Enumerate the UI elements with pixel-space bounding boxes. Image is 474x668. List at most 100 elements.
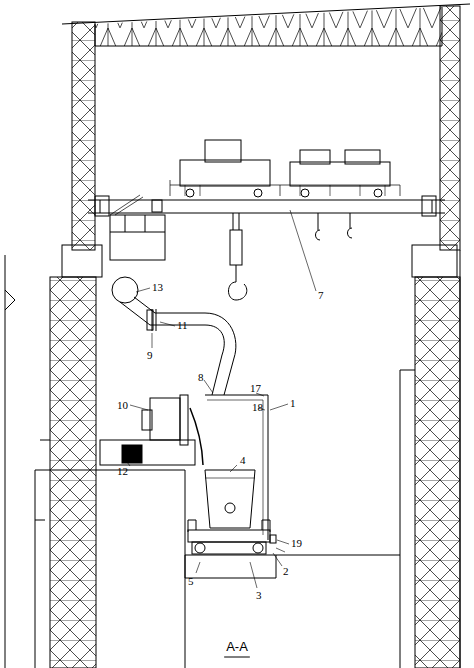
exhaust-duct-part <box>134 297 236 395</box>
right-column-part <box>415 277 460 668</box>
crane-trolley <box>180 140 390 197</box>
exhaust-duct-part <box>120 302 224 395</box>
callout-number: 1 <box>290 398 296 409</box>
left-column <box>5 22 102 668</box>
crane-hook-part <box>233 213 239 230</box>
leader-lines-part <box>160 322 175 326</box>
equipment-10-part <box>180 395 188 445</box>
crane-bridge-part <box>422 196 436 216</box>
callout-number: 7 <box>318 290 324 301</box>
ladle-car-part <box>270 535 276 543</box>
base-platform-part <box>122 445 142 463</box>
ladle-car-part <box>195 543 205 553</box>
operator-cab-part <box>110 215 165 232</box>
section-caption: A-A <box>226 640 248 653</box>
operator-cab <box>110 195 165 260</box>
callout-number: 19 <box>291 538 302 549</box>
operator-cab-part <box>152 200 162 212</box>
crane-bridge-part <box>88 200 445 213</box>
crane-trolley-part <box>180 160 270 186</box>
crane-hook-part <box>316 213 321 240</box>
operator-cab-part <box>110 195 143 215</box>
crane-trolley-part <box>345 150 380 164</box>
leader-lines-part <box>290 210 316 291</box>
ladle-car-part <box>192 542 266 554</box>
left-column-part <box>50 277 96 668</box>
leader-lines-part <box>130 405 148 410</box>
exhaust-duct-part <box>152 309 156 331</box>
ladle-car-part <box>188 520 270 532</box>
base-platform <box>35 440 195 668</box>
ladle-car-part <box>253 543 263 553</box>
roof-truss-part <box>95 7 442 46</box>
base-platform-part <box>100 440 195 465</box>
callout-number: 18 <box>252 402 263 413</box>
leader-lines-part <box>124 458 130 466</box>
crane-hook-part <box>230 230 242 265</box>
crane-hook-part <box>348 213 353 238</box>
leader-lines-part <box>273 553 282 566</box>
roof-truss <box>62 4 470 46</box>
leader-lines-part <box>196 562 200 573</box>
crane-trolley-part <box>300 150 330 164</box>
leader-lines-part <box>230 465 237 472</box>
crane-trolley-part <box>290 162 390 186</box>
leader-lines-part <box>250 562 257 588</box>
callout-number: 3 <box>256 590 262 601</box>
right-column <box>400 6 460 668</box>
crane-trolley-part <box>301 189 309 197</box>
leader-lines-part <box>152 333 153 348</box>
ladle-4-part <box>205 478 255 479</box>
leader-lines <box>124 210 316 588</box>
equipment-10-part <box>142 410 152 430</box>
exhaust-duct-part <box>112 277 138 303</box>
callout-number: 12 <box>117 466 128 477</box>
hood-enclosure-part <box>207 400 263 535</box>
hood-enclosure-part <box>190 408 203 465</box>
crane-trolley-part <box>254 189 262 197</box>
ladle-4 <box>205 470 255 528</box>
callout-number: 2 <box>283 566 289 577</box>
hood-enclosure-part <box>205 395 268 540</box>
equipment-10-part <box>150 398 180 440</box>
ladle-4-part <box>205 470 255 528</box>
crane-trolley-part <box>205 140 241 162</box>
callout-number: 5 <box>188 576 194 587</box>
base-platform-part <box>35 470 185 668</box>
hood-enclosure <box>190 395 268 540</box>
equipment-10 <box>142 395 188 445</box>
ladle-4-part <box>225 503 235 513</box>
exhaust-duct <box>112 277 236 395</box>
right-column-part <box>412 245 457 277</box>
crane-bridge <box>88 180 445 216</box>
caption-underline <box>224 657 250 658</box>
callout-number: 13 <box>152 282 163 293</box>
callout-number: 10 <box>117 400 128 411</box>
crane-trolley-part <box>186 189 194 197</box>
callout-number: 4 <box>240 455 246 466</box>
leader-lines-part <box>277 540 289 544</box>
leader-lines-part <box>270 404 288 410</box>
crane-bridge-part <box>95 196 109 216</box>
ladle-car <box>188 520 276 554</box>
crane-hook-part <box>229 265 247 300</box>
leader-lines-part <box>204 380 213 393</box>
callout-number: 11 <box>177 320 188 331</box>
operator-cab-part <box>110 215 165 260</box>
callout-number: 9 <box>147 350 153 361</box>
floor-and-pit <box>185 548 400 578</box>
right-column-part <box>400 250 460 668</box>
floor-and-pit-part <box>276 548 285 552</box>
floor-and-pit-part <box>185 555 276 578</box>
roof-truss-part <box>95 7 442 46</box>
crane-trolley-part <box>374 189 382 197</box>
callout-number: 8 <box>198 372 204 383</box>
left-column-part <box>72 22 95 250</box>
left-column-part <box>5 255 15 668</box>
crane-bridge-part <box>185 185 385 196</box>
left-column-part <box>40 440 50 441</box>
callout-number: 17 <box>250 383 261 394</box>
floor-and-pit-part <box>185 555 400 556</box>
